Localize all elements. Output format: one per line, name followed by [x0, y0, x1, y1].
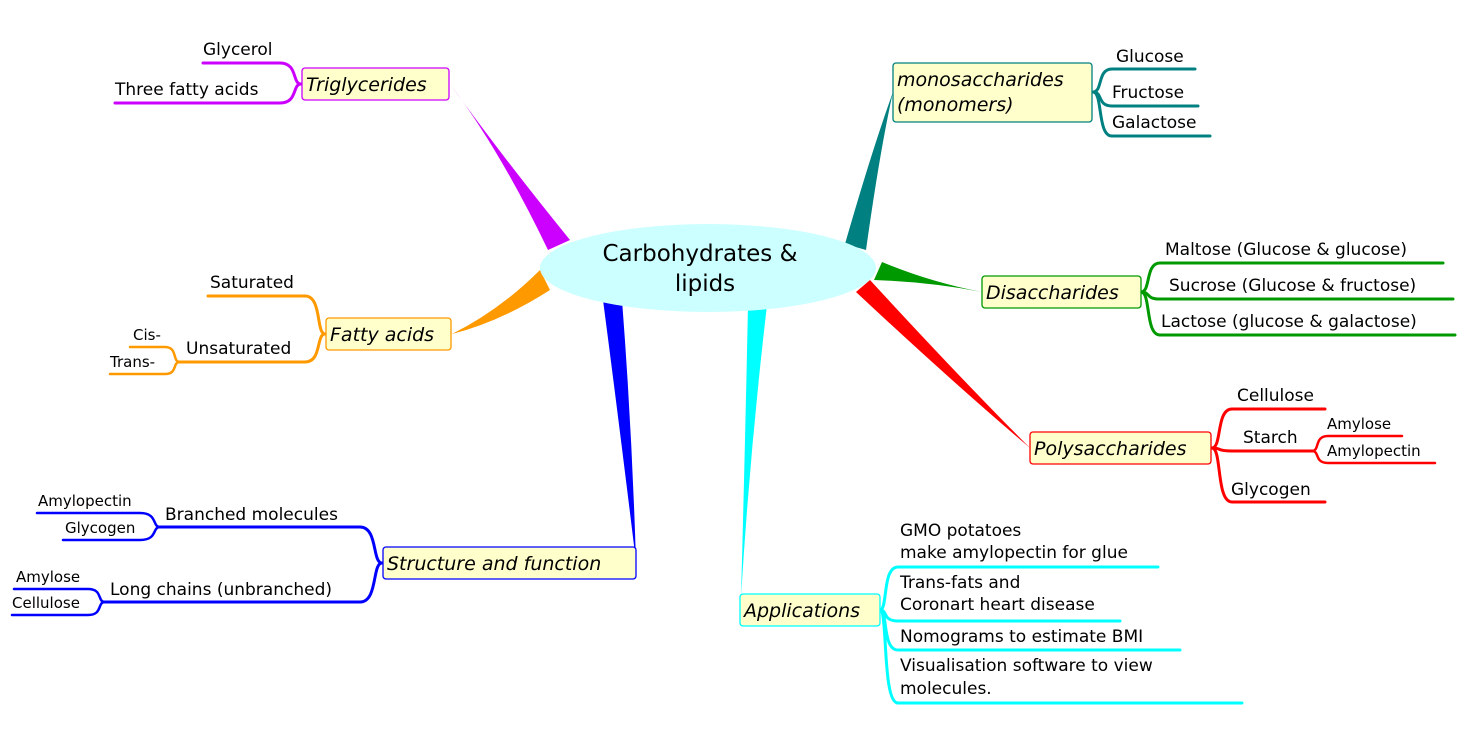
branch-applications — [741, 305, 767, 597]
leaf-amylopectin[interactable]: Amylopectin — [38, 492, 132, 510]
leaf-trans[interactable]: Trans- — [109, 353, 155, 371]
node-monosaccharides[interactable]: monosaccharides(monomers) — [892, 62, 1093, 123]
node-structure-and-function[interactable]: Structure and function — [382, 546, 637, 580]
node-label: Applications — [742, 600, 860, 622]
node-label: monosaccharides(monomers) — [897, 69, 1064, 116]
node-label: Disaccharides — [986, 282, 1119, 304]
leaf-cis[interactable]: Cis- — [133, 326, 161, 344]
branch-structure — [603, 300, 636, 562]
leaf-amylose[interactable]: Amylose — [16, 568, 80, 586]
branch-disaccharides — [874, 262, 982, 292]
leaf-amylopectin[interactable]: Amylopectin — [1327, 442, 1421, 460]
leaf-branched-molecules[interactable]: Branched molecules — [165, 505, 338, 525]
leaf-maltose[interactable]: Maltose (Glucose & glucose) — [1165, 240, 1407, 260]
branch-monosaccharides — [845, 92, 893, 250]
leaf-lactose[interactable]: Lactose (glucose & galactose) — [1161, 312, 1417, 332]
leaf-cellulose[interactable]: Cellulose — [1237, 386, 1314, 406]
leaf-glucose[interactable]: Glucose — [1116, 47, 1184, 67]
leaf-starch[interactable]: Starch — [1243, 428, 1298, 448]
node-label: Fatty acids — [330, 324, 434, 346]
leaf-sucrose[interactable]: Sucrose (Glucose & fructose) — [1169, 276, 1416, 296]
node-label: Structure and function — [387, 553, 601, 575]
leaf-cellulose[interactable]: Cellulose — [12, 594, 80, 612]
leaf-glycerol[interactable]: Glycerol — [203, 40, 273, 60]
branch-triglycerides — [450, 84, 570, 250]
central-topic[interactable]: Carbohydrates & lipids — [540, 224, 876, 312]
leaf-fructose[interactable]: Fructose — [1112, 83, 1184, 103]
node-label: Triglycerides — [306, 74, 427, 96]
leaf-nomograms[interactable]: Nomograms to estimate BMI — [900, 627, 1143, 647]
node-disaccharides[interactable]: Disaccharides — [981, 275, 1142, 309]
node-triglycerides[interactable]: Triglycerides — [301, 67, 450, 101]
leaf-unsaturated[interactable]: Unsaturated — [186, 339, 291, 359]
branch-fatty-acids — [452, 270, 550, 334]
branch-polysaccharides — [856, 280, 1030, 448]
node-label: Polysaccharides — [1034, 438, 1187, 460]
leaf-glycogen[interactable]: Glycogen — [1231, 480, 1311, 500]
central-topic-line1: Carbohydrates & — [602, 241, 797, 267]
leaf-galactose[interactable]: Galactose — [1112, 113, 1196, 133]
leaf-amylose[interactable]: Amylose — [1327, 415, 1391, 433]
central-topic-line2: lipids — [675, 271, 735, 297]
leaf-glycogen[interactable]: Glycogen — [65, 519, 135, 537]
leaf-long-chains[interactable]: Long chains (unbranched) — [110, 580, 332, 600]
leaf-three-fatty-acids[interactable]: Three fatty acids — [114, 80, 259, 100]
node-fatty-acids[interactable]: Fatty acids — [325, 317, 452, 351]
node-applications[interactable]: Applications — [739, 593, 881, 627]
leaf-saturated[interactable]: Saturated — [210, 273, 294, 293]
node-polysaccharides[interactable]: Polysaccharides — [1029, 431, 1212, 465]
